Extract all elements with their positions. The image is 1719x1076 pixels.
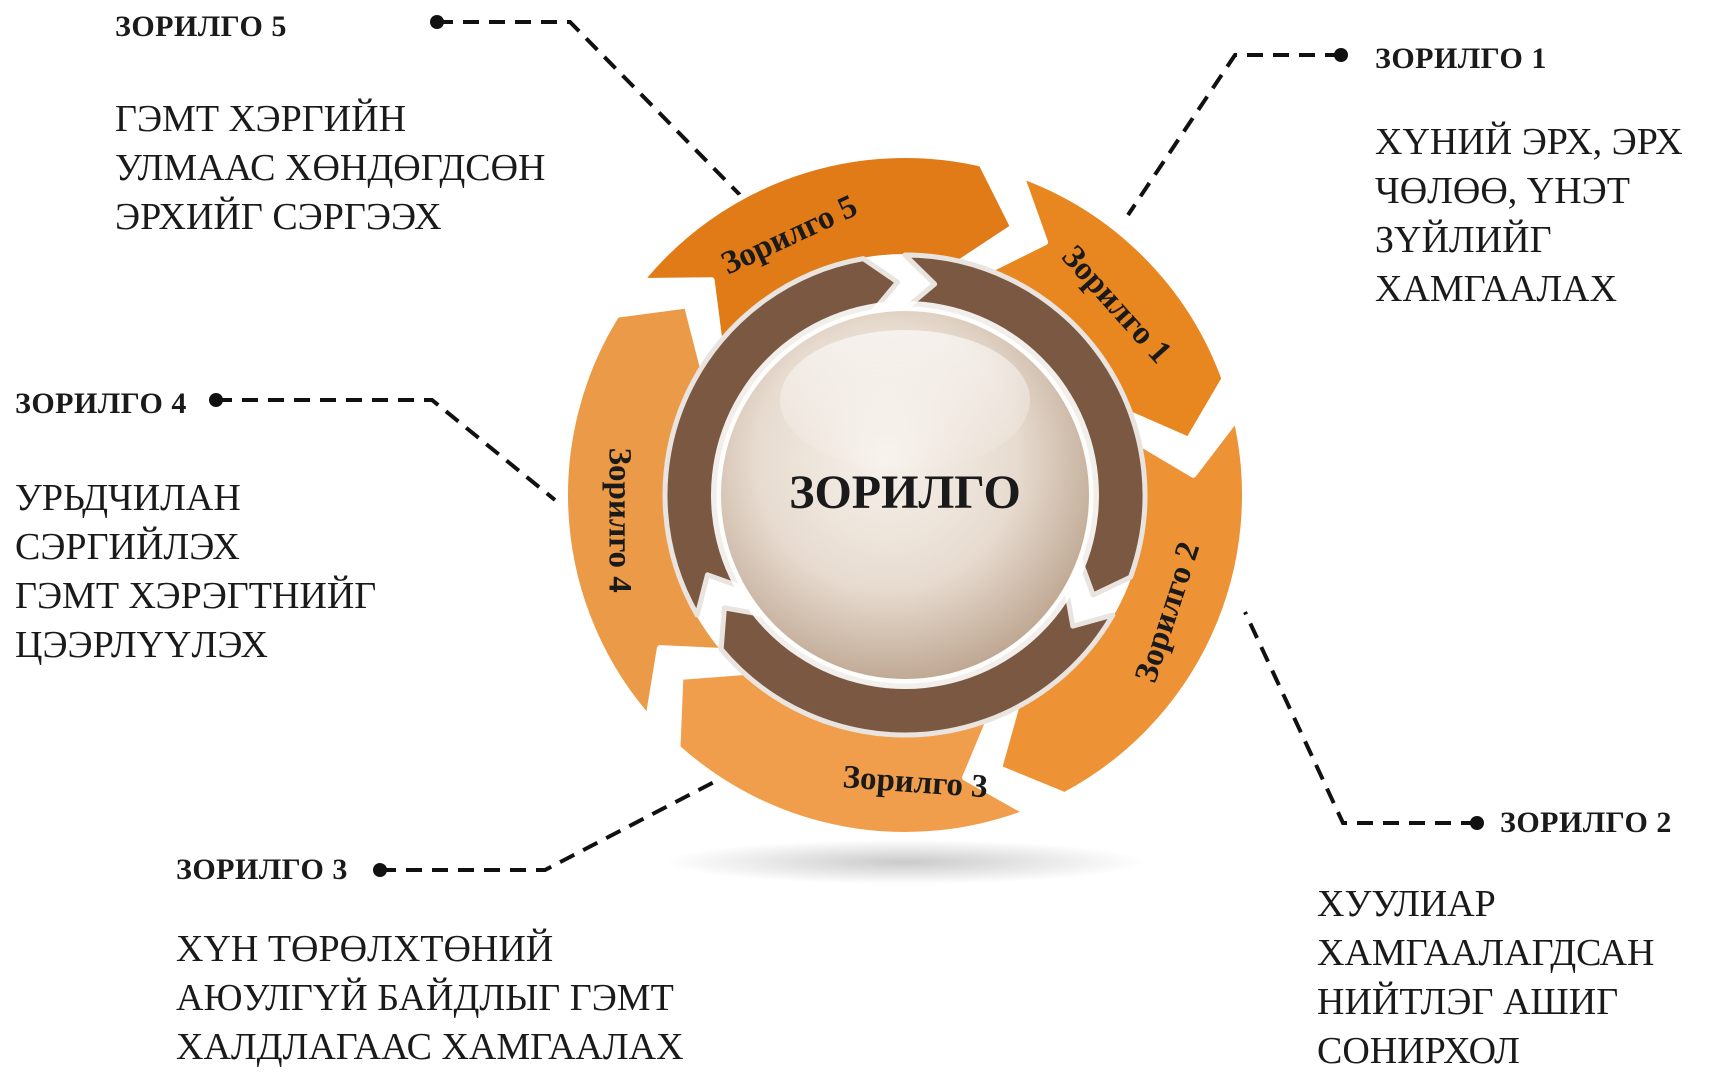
goal-1-title: ЗОРИЛГО 1 xyxy=(1375,42,1547,75)
goal-2-line: ХАМГААЛАГДСАН xyxy=(1317,932,1655,974)
goal-3-line: ХАЛДЛАГААС ХАМГААЛАХ xyxy=(176,1026,684,1068)
leader-dot-4 xyxy=(209,393,223,407)
goal-2-description: ХУУЛИАР ХАМГААЛАГДСАН НИЙТЛЭГ АШИГ СОНИР… xyxy=(1317,880,1655,1076)
goal-4-line: ЦЭЭРЛҮҮЛЭХ xyxy=(15,624,268,666)
leader-lines xyxy=(216,20,1477,872)
goal-2-title: ЗОРИЛГО 2 xyxy=(1500,806,1672,839)
leader-dot-2 xyxy=(1470,816,1484,830)
leader-line-4 xyxy=(216,398,557,502)
leader-dots xyxy=(209,15,1484,877)
goal-4-title: ЗОРИЛГО 4 xyxy=(15,387,187,420)
goal-2-line: НИЙТЛЭГ АШИГ xyxy=(1317,981,1619,1023)
goal-2-line: ХУУЛИАР xyxy=(1317,883,1496,925)
diagram-shadow xyxy=(665,840,1145,884)
goal-3-line: АЮУЛГҮЙ БАЙДЛЫГ ГЭМТ xyxy=(176,977,674,1019)
center-label: ЗОРИЛГО xyxy=(789,466,1021,519)
goal-1-line: ХҮНИЙ ЭРХ, ЭРХ xyxy=(1375,121,1683,163)
leader-dot-3 xyxy=(373,863,387,877)
goal-5-title: ЗОРИЛГО 5 xyxy=(115,10,287,43)
outer-ring xyxy=(562,152,1249,838)
goal-2-line: СОНИРХОЛ xyxy=(1317,1030,1520,1072)
goal-5-line: ГЭМТ ХЭРГИЙН xyxy=(115,98,407,140)
leader-line-1 xyxy=(1126,53,1341,217)
leader-line-5 xyxy=(437,20,742,197)
center-sphere: ЗОРИЛГО xyxy=(711,301,1099,689)
goal-4-line: СЭРГИЙЛЭХ xyxy=(15,526,240,568)
leader-line-3 xyxy=(380,778,719,872)
leader-dot-5 xyxy=(430,15,444,29)
leader-line-2 xyxy=(1243,611,1477,825)
goal-4-description: УРЬДЧИЛАН СЭРГИЙЛЭХ ГЭМТ ХЭРЭГТНИЙГ ЦЭЭР… xyxy=(15,474,376,670)
goal-1-description: ХҮНИЙ ЭРХ, ЭРХ ЧӨЛӨӨ, ҮНЭТ ЗҮЙЛИЙГ ХАМГА… xyxy=(1375,118,1683,314)
goal-5-line: ЭРХИЙГ СЭРГЭЭХ xyxy=(115,196,442,238)
segment-label-4: Зорилго 4 xyxy=(602,448,638,593)
goal-3-description: ХҮН ТӨРӨЛХТӨНИЙ АЮУЛГҮЙ БАЙДЛЫГ ГЭМТ ХАЛ… xyxy=(176,925,684,1072)
goal-1-line: ЗҮЙЛИЙГ xyxy=(1375,219,1552,261)
goal-1-line: ХАМГААЛАХ xyxy=(1375,268,1618,310)
goal-4-line: ГЭМТ ХЭРЭГТНИЙГ xyxy=(15,575,377,617)
goal-5-line: УЛМААС ХӨНДӨГДСӨН xyxy=(115,147,546,189)
leader-dot-1 xyxy=(1334,48,1348,62)
goal-3-title: ЗОРИЛГО 3 xyxy=(176,853,348,886)
goal-5-description: ГЭМТ ХЭРГИЙН УЛМААС ХӨНДӨГДСӨН ЭРХИЙГ СЭ… xyxy=(115,95,546,242)
goal-4-line: УРЬДЧИЛАН xyxy=(15,477,241,519)
goal-3-line: ХҮН ТӨРӨЛХТӨНИЙ xyxy=(176,928,554,970)
goal-1-line: ЧӨЛӨӨ, ҮНЭТ xyxy=(1375,170,1630,212)
